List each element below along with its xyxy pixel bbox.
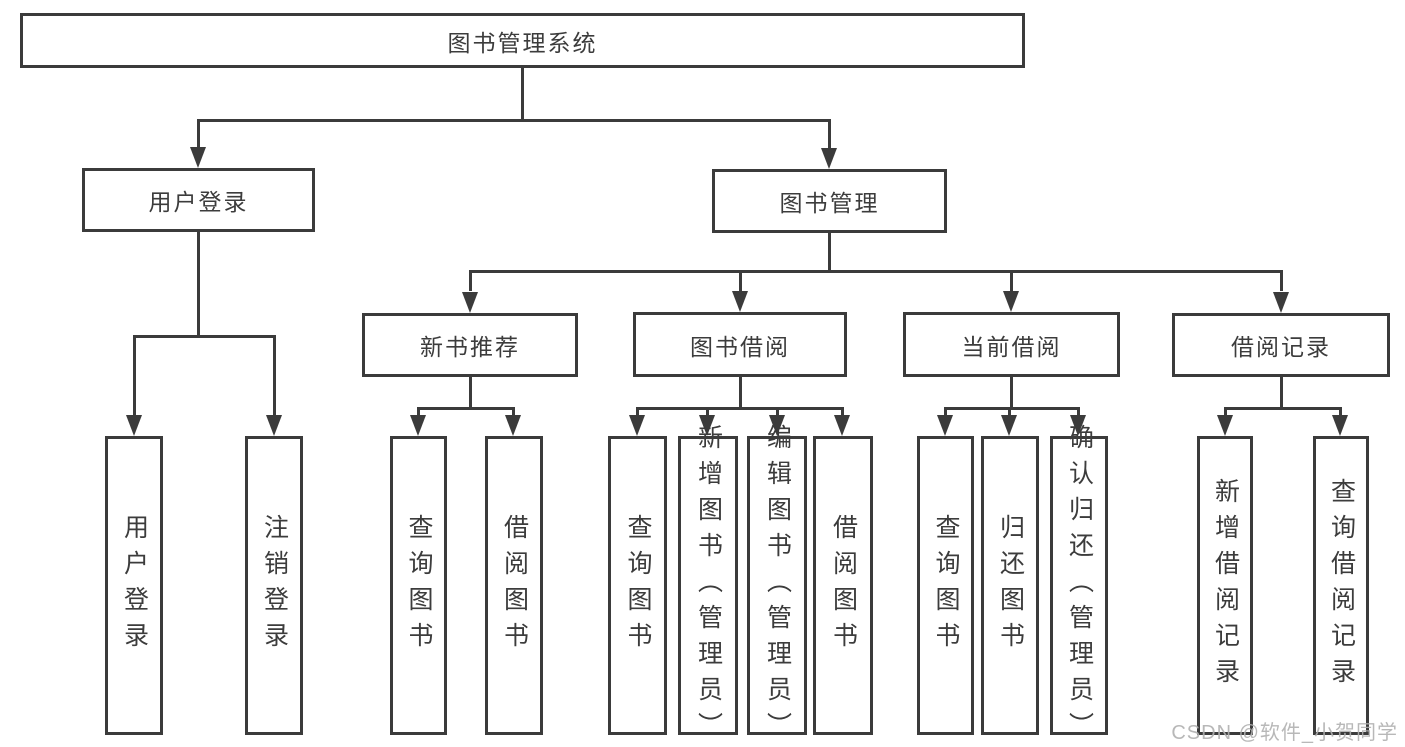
- connector-line: [706, 407, 709, 415]
- connector-line: [469, 270, 1282, 273]
- leaf-add-books-admin: 新增图书（管理员）: [678, 424, 738, 747]
- leaf-borrow-books-recommend: 借阅图书: [485, 436, 543, 735]
- node-label: 借阅记录: [1231, 334, 1331, 360]
- connector-line: [197, 119, 831, 122]
- node-book-borrowing: 图书借阅: [633, 312, 847, 377]
- connector-line: [1280, 270, 1283, 291]
- arrow-down-icon: [462, 292, 478, 313]
- arrow-down-icon: [126, 415, 142, 436]
- leaf-add-borrow-record: 新增借阅记录: [1197, 436, 1253, 735]
- connector-line: [197, 232, 200, 335]
- connector-line: [512, 407, 515, 415]
- arrow-down-icon: [699, 415, 715, 436]
- node-label: 归还图书: [996, 513, 1025, 658]
- leaf-query-books-recommend: 查询图书: [390, 436, 447, 735]
- connector-line: [1224, 407, 1227, 415]
- arrow-down-icon: [629, 415, 645, 436]
- leaf-query-books-current: 查询图书: [917, 436, 974, 735]
- node-label: 图书管理: [779, 190, 880, 216]
- node-label: 新书推荐: [420, 334, 520, 360]
- arrow-down-icon: [821, 148, 837, 169]
- arrow-down-icon: [937, 415, 953, 436]
- leaf-query-borrow-record: 查询借阅记录: [1313, 436, 1369, 735]
- node-book-management: 图书管理: [712, 169, 947, 233]
- node-label: 图书借阅: [690, 333, 790, 360]
- arrow-down-icon: [1273, 292, 1289, 313]
- arrow-down-icon: [410, 415, 426, 436]
- node-label: 用户登录: [120, 513, 149, 658]
- node-label: 当前借阅: [961, 333, 1062, 360]
- arrow-down-icon: [266, 415, 282, 436]
- arrow-down-icon: [1001, 415, 1017, 436]
- arrow-down-icon: [190, 147, 206, 168]
- connector-line: [197, 119, 200, 148]
- connector-line: [1224, 407, 1341, 410]
- connector-line: [1280, 377, 1283, 407]
- connector-line: [273, 335, 276, 415]
- leaf-edit-books-admin: 编辑图书（管理员）: [747, 424, 807, 747]
- leaf-query-books-borrowing: 查询图书: [608, 436, 667, 735]
- connector-line: [636, 407, 639, 415]
- connector-line: [417, 407, 420, 415]
- connector-line: [1077, 407, 1080, 415]
- node-label: 查询图书: [405, 513, 433, 658]
- node-current-borrowing: 当前借阅: [903, 312, 1120, 377]
- node-book-management-system: 图书管理系统: [20, 13, 1025, 68]
- connector-line: [469, 270, 472, 291]
- node-label: 新增图书（管理员）: [694, 423, 723, 747]
- leaf-return-books: 归还图书: [981, 436, 1039, 735]
- arrow-down-icon: [1070, 415, 1086, 436]
- node-label: 借阅图书: [500, 513, 529, 658]
- leaf-logout: 注销登录: [245, 436, 303, 735]
- connector-line: [828, 119, 831, 148]
- leaf-user-login: 用户登录: [105, 436, 163, 735]
- node-borrowing-records: 借阅记录: [1172, 313, 1390, 377]
- node-label: 用户登录: [148, 189, 249, 215]
- node-label: 借阅图书: [829, 513, 858, 658]
- connector-line: [944, 407, 947, 415]
- connector-line: [1339, 407, 1342, 415]
- node-label: 查询借阅记录: [1327, 477, 1356, 694]
- node-label: 查询图书: [624, 513, 652, 658]
- connector-line: [828, 233, 831, 270]
- arrow-down-icon: [1332, 415, 1348, 436]
- connector-line: [739, 377, 742, 407]
- connector-line: [417, 407, 515, 410]
- connector-line: [521, 68, 524, 119]
- connector-line: [739, 270, 742, 291]
- connector-line: [1008, 407, 1011, 415]
- arrow-down-icon: [1003, 291, 1019, 312]
- node-label: 确认归还（管理员）: [1065, 423, 1094, 747]
- arrow-down-icon: [834, 415, 850, 436]
- connector-line: [133, 335, 275, 338]
- arrow-down-icon: [1217, 415, 1233, 436]
- arrow-down-icon: [505, 415, 521, 436]
- connector-line: [133, 335, 136, 415]
- node-user-login: 用户登录: [82, 168, 315, 232]
- node-new-book-recommendation: 新书推荐: [362, 313, 578, 377]
- node-label: 新增借阅记录: [1211, 477, 1240, 694]
- leaf-borrow-books: 借阅图书: [813, 436, 873, 735]
- node-label: 查询图书: [932, 513, 960, 658]
- node-label: 注销登录: [260, 513, 289, 658]
- connector-line: [636, 407, 844, 410]
- arrow-down-icon: [732, 291, 748, 312]
- connector-line: [1010, 377, 1013, 407]
- connector-line: [469, 377, 472, 407]
- connector-line: [776, 407, 779, 415]
- node-label: 图书管理系统: [447, 29, 598, 56]
- leaf-confirm-return-admin: 确认归还（管理员）: [1050, 424, 1108, 747]
- connector-line: [944, 407, 1080, 410]
- connector-line: [841, 407, 844, 415]
- arrow-down-icon: [769, 415, 785, 436]
- csdn-watermark: CSDN @软件_小贺同学: [1171, 722, 1398, 744]
- node-label: 编辑图书（管理员）: [763, 423, 792, 747]
- connector-line: [1010, 270, 1013, 291]
